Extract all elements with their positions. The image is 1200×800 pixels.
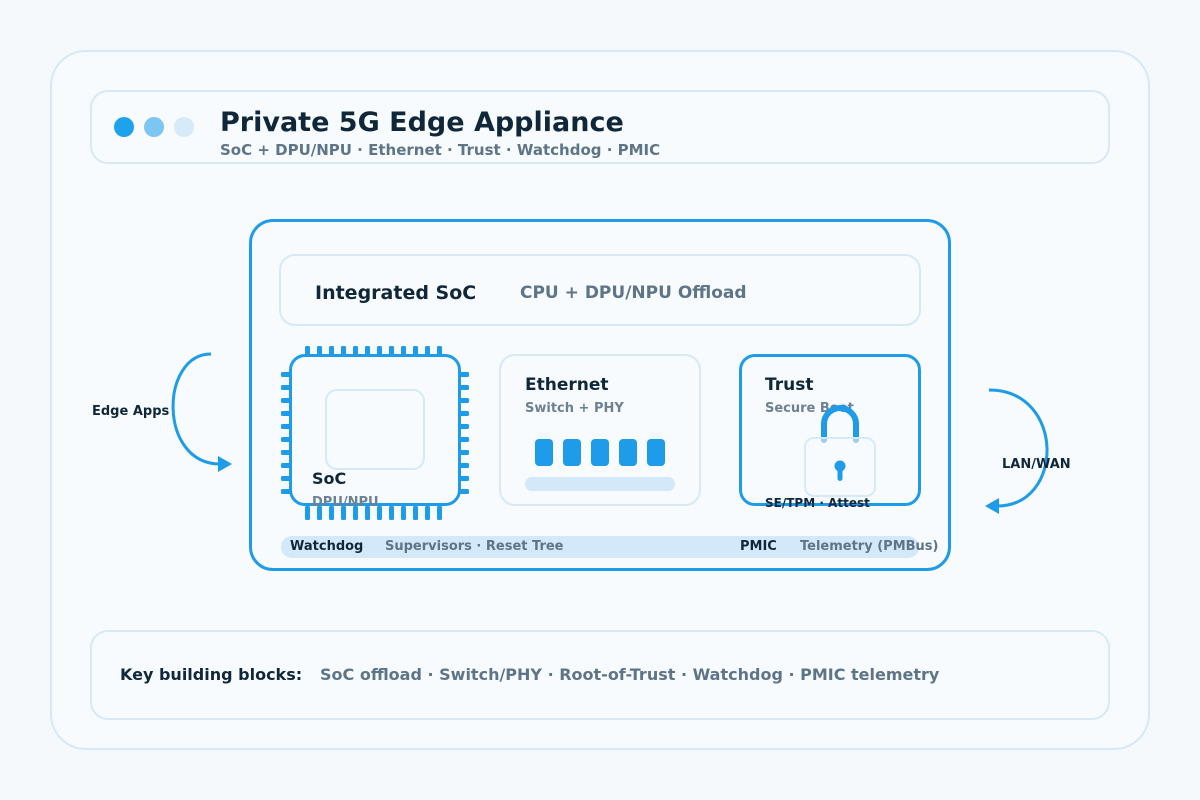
ethernet-port-icon: [647, 439, 665, 466]
trust-title: Trust: [765, 375, 814, 395]
chip-pin: [317, 506, 322, 520]
watchdog-pmic-bus: [281, 536, 919, 558]
chip-pin: [353, 506, 358, 520]
chip-pin: [437, 506, 442, 520]
ethernet-port-icon: [619, 439, 637, 466]
header-card: [90, 90, 1110, 164]
watchdog-detail: Supervisors · Reset Tree: [385, 539, 564, 554]
edge-apps-label: Edge Apps: [92, 404, 170, 419]
chip-pin: [305, 506, 310, 520]
chip-pin: [365, 506, 370, 520]
soc-chip-die: [325, 389, 425, 470]
window-dot-3: [174, 117, 194, 137]
ethernet-title: Ethernet: [525, 375, 609, 395]
ethernet-switch-bar: [525, 477, 675, 491]
edge-apps-arrow-icon: [171, 352, 232, 472]
chip-pin: [425, 506, 430, 520]
lock-icon: [804, 405, 876, 497]
integrated-soc-title: Integrated SoC: [315, 282, 477, 304]
window-dot-2: [144, 117, 164, 137]
footer-card: [90, 630, 1110, 720]
soc-chip-sublabel: DPU/NPU: [312, 495, 379, 510]
pmic-label: PMIC: [740, 539, 777, 554]
chip-pin: [377, 506, 382, 520]
chip-pin: [389, 506, 394, 520]
pmic-detail: Telemetry (PMBus): [800, 539, 939, 554]
page-title: Private 5G Edge Appliance: [220, 107, 624, 138]
footer-value: SoC offload · Switch/PHY · Root-of-Trust…: [320, 665, 940, 684]
page-subtitle: SoC + DPU/NPU · Ethernet · Trust · Watch…: [220, 141, 661, 159]
trust-footnote: SE/TPM · Attest: [765, 496, 870, 510]
soc-chip-label: SoC: [312, 469, 347, 488]
watchdog-label: Watchdog: [290, 539, 364, 554]
chip-pin: [329, 506, 334, 520]
lan-wan-label: LAN/WAN: [1002, 457, 1071, 472]
ethernet-subtitle: Switch + PHY: [525, 401, 624, 416]
chip-pin: [341, 506, 346, 520]
lan-wan-arrow-icon: [985, 388, 1049, 514]
ethernet-port-icon: [591, 439, 609, 466]
chip-pin: [413, 506, 418, 520]
integrated-soc-banner: [279, 254, 921, 326]
chip-pin: [401, 506, 406, 520]
ethernet-port-icon: [563, 439, 581, 466]
footer-label: Key building blocks:: [120, 665, 303, 684]
window-dot-1: [114, 117, 134, 137]
integrated-soc-subtitle: CPU + DPU/NPU Offload: [520, 283, 747, 303]
ethernet-port-icon: [535, 439, 553, 466]
